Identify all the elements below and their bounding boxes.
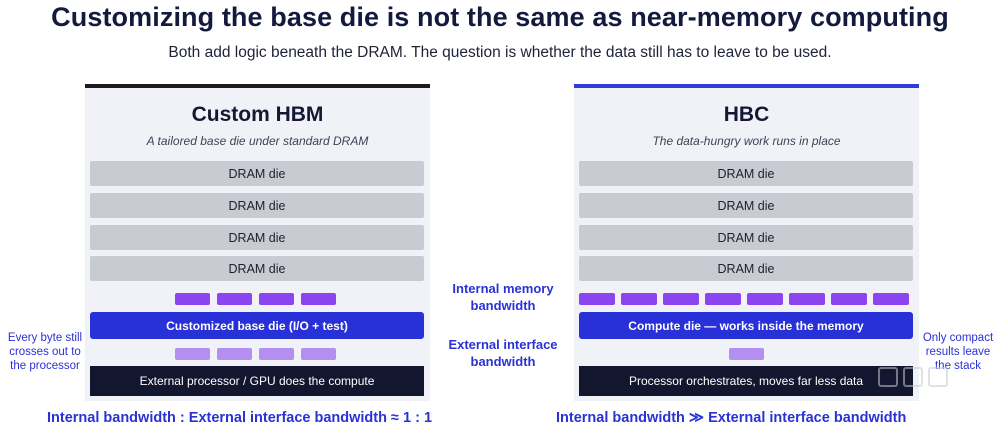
base-die: Customized base die (I/O + test) — [90, 312, 424, 339]
internal-connection — [259, 293, 294, 305]
internal-connection — [789, 293, 825, 305]
dram-die: DRAM die — [90, 256, 424, 281]
custom-hbm-panel: Custom HBM A tailored base die under sta… — [85, 84, 430, 401]
dram-die: DRAM die — [579, 161, 913, 186]
internal-connection — [873, 293, 909, 305]
processor-box: Processor orchestrates, moves far less d… — [579, 366, 913, 396]
page-title: Customizing the base die is not the same… — [51, 2, 949, 32]
internal-connection — [579, 293, 615, 305]
panel-title-hbc: HBC — [723, 103, 770, 126]
compute-die: Compute die — works inside the memory — [579, 312, 913, 339]
panel-subtitle-hbc: The data-hungry work runs in place — [652, 134, 841, 148]
external-connection — [301, 348, 336, 360]
external-connection — [175, 348, 210, 360]
internal-connection — [175, 293, 210, 305]
side-note-left: Every byte still crosses out to the proc… — [7, 332, 83, 372]
dram-die: DRAM die — [90, 193, 424, 218]
dram-die: DRAM die — [90, 225, 424, 250]
dram-die: DRAM die — [579, 193, 913, 218]
watermark-glyph — [878, 367, 898, 387]
internal-connection — [621, 293, 657, 305]
internal-connection — [747, 293, 783, 305]
ratio-right: Internal bandwidth ≫ External interface … — [556, 410, 907, 426]
ratio-left: Internal bandwidth : External interface … — [47, 410, 433, 426]
page-subtitle: Both add logic beneath the DRAM. The que… — [168, 44, 832, 61]
watermark-glyph — [928, 367, 948, 387]
internal-connection — [301, 293, 336, 305]
internal-connection — [831, 293, 867, 305]
watermark-glyph — [903, 367, 923, 387]
external-connection — [217, 348, 252, 360]
watermark-logo — [878, 361, 948, 393]
external-bandwidth-label: External interface bandwidth — [448, 337, 558, 369]
dram-die: DRAM die — [579, 256, 913, 281]
dram-die: DRAM die — [579, 225, 913, 250]
panel-subtitle-custom-hbm: A tailored base die under standard DRAM — [146, 134, 369, 148]
internal-connection — [705, 293, 741, 305]
dram-die: DRAM die — [90, 161, 424, 186]
external-connection — [729, 348, 764, 360]
processor-box: External processor / GPU does the comput… — [90, 366, 424, 396]
internal-bandwidth-label: Internal memory bandwidth — [452, 281, 554, 313]
panel-title-custom-hbm: Custom HBM — [191, 103, 324, 126]
internal-connection — [217, 293, 252, 305]
internal-connection — [663, 293, 699, 305]
external-connection — [259, 348, 294, 360]
hbc-panel: HBC The data-hungry work runs in place D… — [574, 84, 919, 401]
